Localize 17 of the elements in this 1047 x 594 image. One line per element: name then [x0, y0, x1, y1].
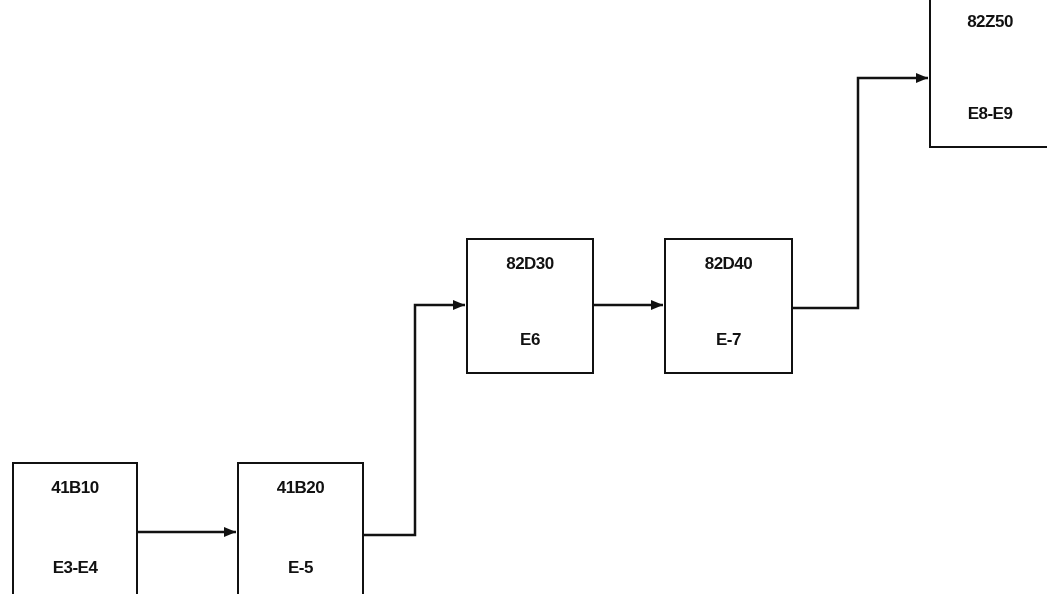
code-label: 41B10: [51, 478, 99, 498]
grade-label: E8-E9: [967, 104, 1013, 124]
process-box: [12, 462, 138, 594]
arrow: [793, 73, 928, 310]
grade-label: E-5: [288, 558, 313, 578]
code-label: 82D40: [704, 254, 753, 274]
grade-label: E6: [520, 330, 540, 350]
process-box: [466, 238, 594, 374]
grade-label: E3-E4: [52, 558, 98, 578]
code-label: 82D30: [506, 254, 554, 274]
process-box: [237, 462, 364, 594]
arrow: [364, 300, 465, 537]
code-label: 41B20: [276, 478, 325, 498]
process-box: [929, 0, 1047, 148]
process-box: [664, 238, 793, 374]
grade-label: E-7: [716, 330, 741, 350]
code-label: 82Z50: [967, 12, 1013, 32]
